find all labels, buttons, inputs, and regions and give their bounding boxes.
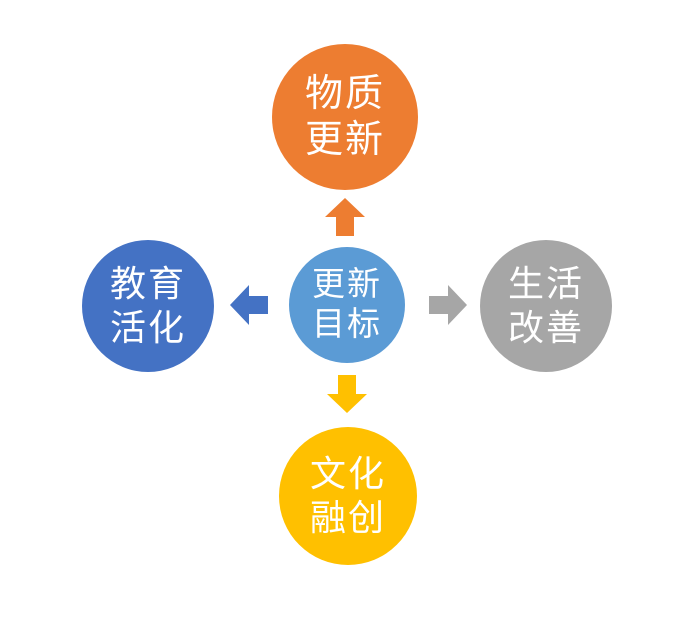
center-node-circle: 更新 目标: [289, 247, 405, 363]
bottom-node-circle: 文化 融创: [279, 427, 417, 565]
left-node-label-line2: 活化: [109, 308, 186, 348]
up-arrow-shape: [325, 198, 365, 236]
down-arrow-shape: [327, 375, 367, 413]
top-node-circle: 物质 更新: [272, 44, 418, 190]
top-node-label-line2: 更新: [304, 119, 385, 161]
left-node-circle: 教育 活化: [82, 240, 214, 372]
right-arrow-icon: [429, 285, 467, 325]
top-node-label-line1: 物质: [304, 73, 385, 115]
left-node-label-line1: 教育: [109, 264, 186, 304]
left-arrow-shape: [230, 285, 268, 325]
center-node-label-line2: 目标: [312, 307, 382, 343]
center-node-label-line1: 更新: [312, 267, 382, 303]
down-arrow-icon: [327, 375, 367, 413]
up-arrow-icon: [325, 198, 365, 236]
right-node-circle: 生活 改善: [480, 240, 612, 372]
right-arrow-shape: [429, 285, 467, 325]
right-node-label-line2: 改善: [507, 308, 584, 348]
bottom-node-label-line2: 融创: [309, 498, 386, 538]
bottom-node-label-line1: 文化: [309, 454, 386, 494]
left-arrow-icon: [230, 285, 268, 325]
right-node-label-line1: 生活: [507, 264, 584, 304]
